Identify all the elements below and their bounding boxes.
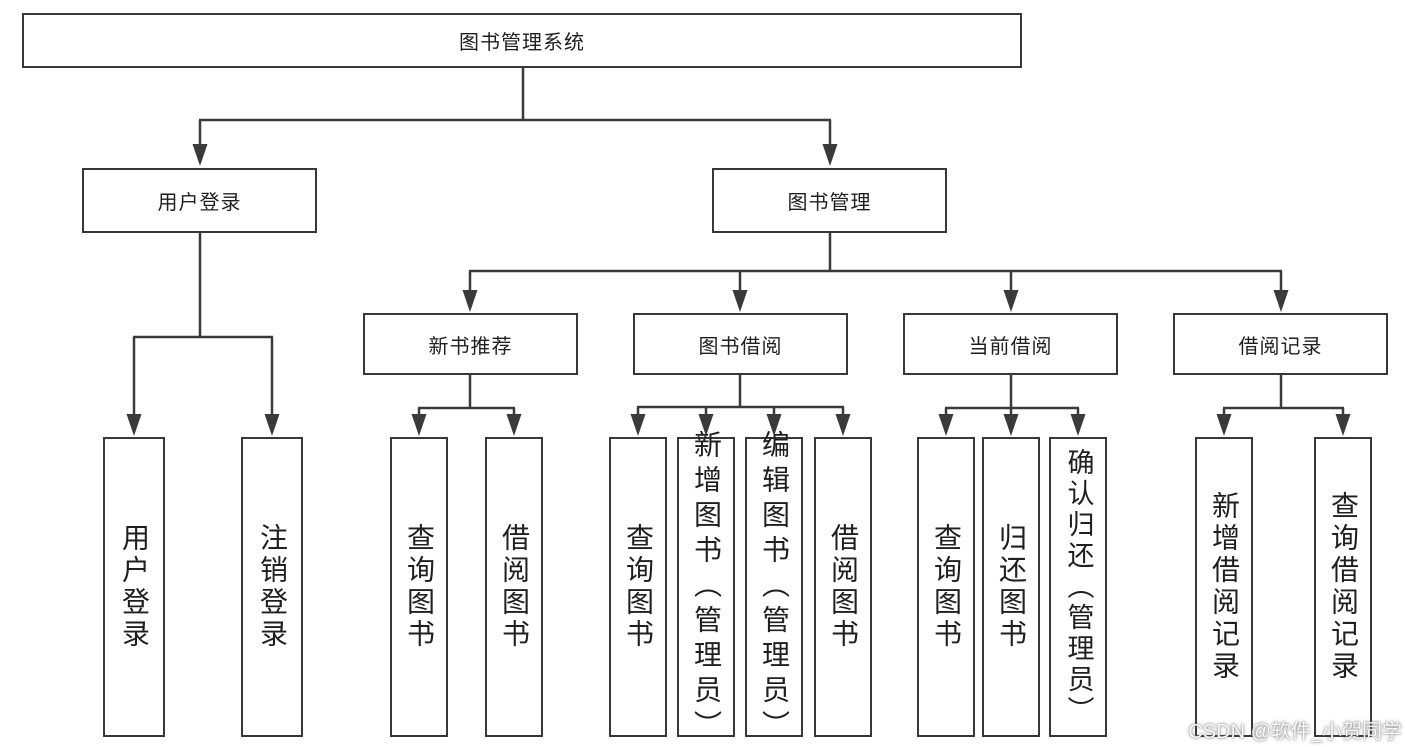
watermark: CSDN @软件_小贺同学 <box>1188 721 1402 743</box>
leaf-borrow-query-books: 查询图书 <box>609 437 667 737</box>
node-borrow-records-label: 借阅记录 <box>1238 335 1323 358</box>
node-book-borrow: 图书借阅 <box>633 313 848 375</box>
leaf-confirm-return-admin-label: 确认归还（管理员） <box>1063 447 1094 727</box>
leaf-borrow-query-books-label: 查询图书 <box>623 523 654 651</box>
node-book-borrow-label: 图书借阅 <box>698 335 783 358</box>
node-root-label: 图书管理系统 <box>459 32 585 54</box>
connector-bookmgmt-to-sections <box>468 233 1283 294</box>
leaf-newrec-query-books-label: 查询图书 <box>404 523 435 651</box>
leaf-add-books-admin: 新增图书（管理员） <box>677 430 735 745</box>
leaf-edit-books-admin-label: 编辑图书（管理员） <box>759 429 790 745</box>
leaf-newrec-borrow-books-label: 借阅图书 <box>499 523 530 651</box>
leaf-borrow-borrow-books: 借阅图书 <box>814 437 872 737</box>
node-user-login: 用户登录 <box>82 168 317 233</box>
leaf-return-books-label: 归还图书 <box>996 523 1027 651</box>
leaf-newrec-borrow-books: 借阅图书 <box>485 437 543 737</box>
leaf-add-borrow-record: 新增借阅记录 <box>1195 437 1253 737</box>
node-borrow-records: 借阅记录 <box>1173 313 1388 375</box>
connector-bookborrow-to-children <box>636 375 845 418</box>
node-new-book-rec: 新书推荐 <box>363 313 578 375</box>
node-current-borrow: 当前借阅 <box>903 313 1118 375</box>
leaf-add-borrow-record-label: 新增借阅记录 <box>1209 491 1240 683</box>
leaf-newrec-query-books: 查询图书 <box>390 437 448 737</box>
leaf-query-borrow-record: 查询借阅记录 <box>1314 437 1372 737</box>
leaf-logout: 注销登录 <box>241 437 303 737</box>
node-user-login-label: 用户登录 <box>157 192 242 214</box>
leaf-query-borrow-record-label: 查询借阅记录 <box>1328 491 1359 683</box>
connector-currentborrow-to-children <box>944 375 1080 418</box>
leaf-add-books-admin-label: 新增图书（管理员） <box>691 429 722 745</box>
node-book-mgmt-label: 图书管理 <box>787 192 872 214</box>
connector-userlogin-to-children <box>132 233 274 418</box>
connector-borrowrecords-to-children <box>1222 375 1345 418</box>
leaf-borrow-borrow-books-label: 借阅图书 <box>828 523 859 651</box>
leaf-user-login-label: 用户登录 <box>119 523 150 651</box>
connector-root-to-level2 <box>198 68 832 150</box>
leaf-current-query-books: 查询图书 <box>917 437 975 737</box>
leaf-confirm-return-admin: 确认归还（管理员） <box>1049 437 1107 737</box>
leaf-user-login: 用户登录 <box>103 437 165 737</box>
node-root: 图书管理系统 <box>22 13 1022 68</box>
leaf-logout-label: 注销登录 <box>257 523 288 651</box>
connector-newbookrec-to-children <box>417 375 516 418</box>
node-current-borrow-label: 当前借阅 <box>968 335 1053 358</box>
leaf-edit-books-admin: 编辑图书（管理员） <box>745 430 803 745</box>
node-book-mgmt: 图书管理 <box>712 168 947 233</box>
leaf-return-books: 归还图书 <box>982 437 1040 737</box>
node-new-book-rec-label: 新书推荐 <box>428 335 513 358</box>
leaf-current-query-books-label: 查询图书 <box>931 523 962 651</box>
